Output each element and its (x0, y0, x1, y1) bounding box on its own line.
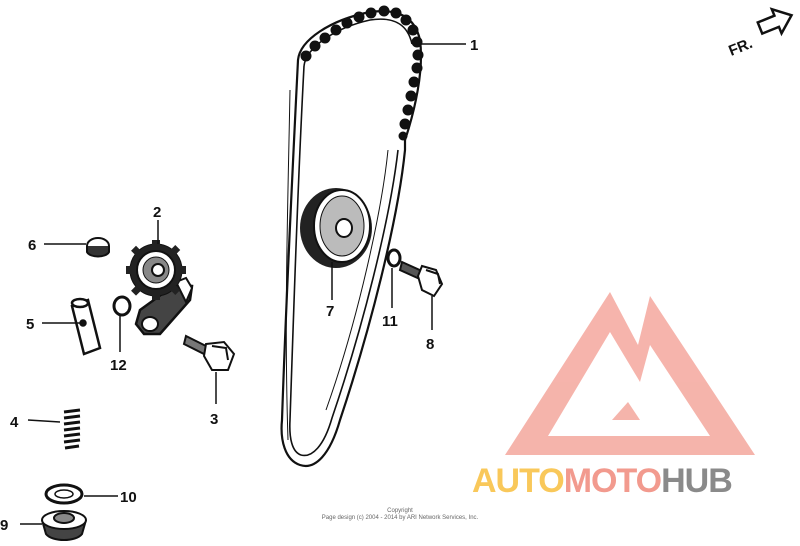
brand-hub: HUB (661, 462, 733, 500)
washer-arm (112, 295, 132, 317)
part-number-10: 10 (120, 489, 137, 506)
brand-auto: AUTO (472, 462, 565, 500)
brand-moto: MOTO (563, 462, 662, 500)
part-number-7: 7 (326, 303, 334, 320)
chain-links (300, 5, 424, 141)
part-number-5: 5 (26, 316, 34, 333)
part-number-8: 8 (426, 336, 434, 353)
part-number-9: 9 (0, 517, 8, 534)
pivot-bolt (182, 334, 236, 371)
part-numbers: 1 2 3 4 5 6 7 8 9 10 11 12 (0, 37, 478, 534)
pushrod (70, 297, 102, 356)
part-number-4: 4 (10, 414, 19, 431)
part-number-11: 11 (382, 313, 398, 330)
washer-large (44, 483, 84, 505)
washer-small (386, 248, 402, 268)
sealing-bolt (41, 510, 87, 541)
copyright-notice: Copyright Page design (c) 2004 - 2014 by… (280, 508, 520, 522)
part-number-2: 2 (153, 204, 161, 221)
roller-bolt (398, 260, 444, 298)
part-number-12: 12 (110, 357, 127, 374)
part-number-1: 1 (470, 37, 478, 54)
spring (63, 408, 81, 450)
direction-arrow (756, 7, 794, 37)
watermark-logo (505, 292, 755, 455)
copyright-line1: Copyright (387, 508, 413, 514)
leader-lines (20, 43, 466, 525)
copyright-line2: Page design (c) 2004 - 2014 by ARI Netwo… (321, 515, 479, 521)
part-number-3: 3 (210, 411, 218, 428)
part-number-6: 6 (28, 237, 36, 254)
direction-label: FR. (726, 35, 755, 60)
guide-roller (300, 188, 372, 268)
cap (86, 237, 110, 258)
tensioner-arm (126, 240, 194, 336)
watermark-brand: AUTOMOTOHUB (472, 462, 800, 501)
